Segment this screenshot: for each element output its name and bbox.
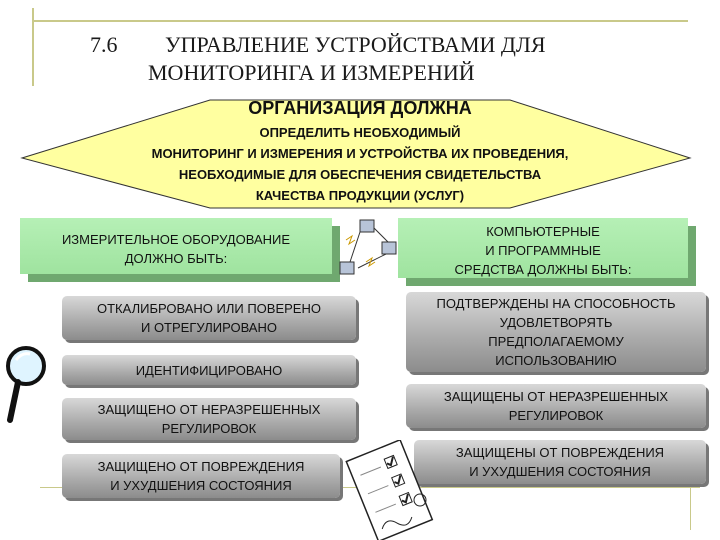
right-item-line: РЕГУЛИРОВОК (508, 408, 604, 423)
section-number: 7.6 (90, 32, 118, 57)
network-icon (339, 219, 397, 275)
right-header-box: КОМПЬЮТЕРНЫЕ И ПРОГРАММНЫЕ СРЕДСТВА ДОЛЖ… (398, 218, 688, 278)
right-item: ПОДТВЕРЖДЕНЫ НА СПОСОБНОСТЬ УДОВЛЕТВОРЯТЬ… (406, 292, 706, 372)
left-item: ОТКАЛИБРОВАНО ИЛИ ПОВЕРЕНО И ОТРЕГУЛИРОВА… (62, 296, 356, 340)
right-item: ЗАЩИЩЕНЫ ОТ ПОВРЕЖДЕНИЯ И УХУДШЕНИЯ СОСТО… (414, 440, 706, 484)
title-line-2: МОНИТОРИНГА И ИЗМЕРЕНИЙ (148, 60, 475, 85)
right-item-line: И УХУДШЕНИЯ СОСТОЯНИЯ (469, 464, 651, 479)
right-header-line: КОМПЬЮТЕРНЫЕ (486, 224, 600, 239)
right-item: ЗАЩИЩЕНЫ ОТ НЕРАЗРЕШЕННЫХ РЕГУЛИРОВОК (406, 384, 706, 428)
hexagon-line: МОНИТОРИНГ И ИЗМЕРЕНИЯ И УСТРОЙСТВА ИХ П… (151, 146, 569, 161)
left-header-line: ИЗМЕРИТЕЛЬНОЕ ОБОРУДОВАНИЕ (61, 232, 291, 247)
left-item-line: ЗАЩИЩЕНО ОТ ПОВРЕЖДЕНИЯ (97, 459, 305, 474)
hexagon-heading: ОРГАНИЗАЦИЯ ДОЛЖНА (248, 98, 472, 118)
left-item-line: И ОТРЕГУЛИРОВАНО (140, 320, 277, 335)
left-item: ИДЕНТИФИЦИРОВАНО (62, 355, 356, 385)
left-header-box: ИЗМЕРИТЕЛЬНОЕ ОБОРУДОВАНИЕ ДОЛЖНО БЫТЬ: (20, 218, 332, 274)
left-item-line: ЗАЩИЩЕНО ОТ НЕРАЗРЕШЕННЫХ (97, 402, 321, 417)
hexagon-line: КАЧЕСТВА ПРОДУКЦИИ (УСЛУГ) (255, 188, 465, 203)
left-item-line: ИДЕНТИФИЦИРОВАНО (135, 362, 283, 378)
left-item-line: И УХУДШЕНИЯ СОСТОЯНИЯ (110, 478, 292, 493)
left-item-line: ОТКАЛИБРОВАНО ИЛИ ПОВЕРЕНО (97, 301, 321, 316)
top-frame-line (32, 20, 688, 22)
right-header-line: СРЕДСТВА ДОЛЖНЫ БЫТЬ: (454, 262, 632, 277)
right-item-line: УДОВЛЕТВОРЯТЬ (499, 315, 613, 330)
title-line-1: УПРАВЛЕНИЕ УСТРОЙСТВАМИ ДЛЯ (165, 32, 546, 57)
right-item-line: ПРЕДПОЛАГАЕМОМУ (488, 334, 624, 349)
left-item: ЗАЩИЩЕНО ОТ НЕРАЗРЕШЕННЫХ РЕГУЛИРОВОК (62, 398, 356, 440)
hexagon-line: НЕОБХОДИМЫЕ ДЛЯ ОБЕСПЕЧЕНИЯ СВИДЕТЕЛЬСТВ… (178, 167, 542, 182)
left-item: ЗАЩИЩЕНО ОТ ПОВРЕЖДЕНИЯ И УХУДШЕНИЯ СОСТО… (62, 454, 340, 498)
left-frame-line (32, 8, 34, 86)
magnifier-icon (6, 346, 46, 423)
left-item-line: РЕГУЛИРОВОК (161, 421, 257, 436)
right-item-line: ЗАЩИЩЕНЫ ОТ ПОВРЕЖДЕНИЯ (455, 445, 665, 460)
hexagon-line: ОПРЕДЕЛИТЬ НЕОБХОДИМЫЙ (259, 125, 461, 140)
right-header-line: И ПРОГРАММНЫЕ (485, 243, 601, 258)
right-item-line: ПОДТВЕРЖДЕНЫ НА СПОСОБНОСТЬ (436, 296, 676, 311)
left-header-line: ДОЛЖНО БЫТЬ: (124, 251, 228, 266)
right-item-line: ИСПОЛЬЗОВАНИЮ (495, 353, 617, 368)
checklist-icon (345, 440, 434, 540)
right-item-line: ЗАЩИЩЕНЫ ОТ НЕРАЗРЕШЕННЫХ (443, 389, 669, 404)
bottom-frame-tick (690, 480, 691, 530)
hexagon-shape (20, 99, 692, 209)
